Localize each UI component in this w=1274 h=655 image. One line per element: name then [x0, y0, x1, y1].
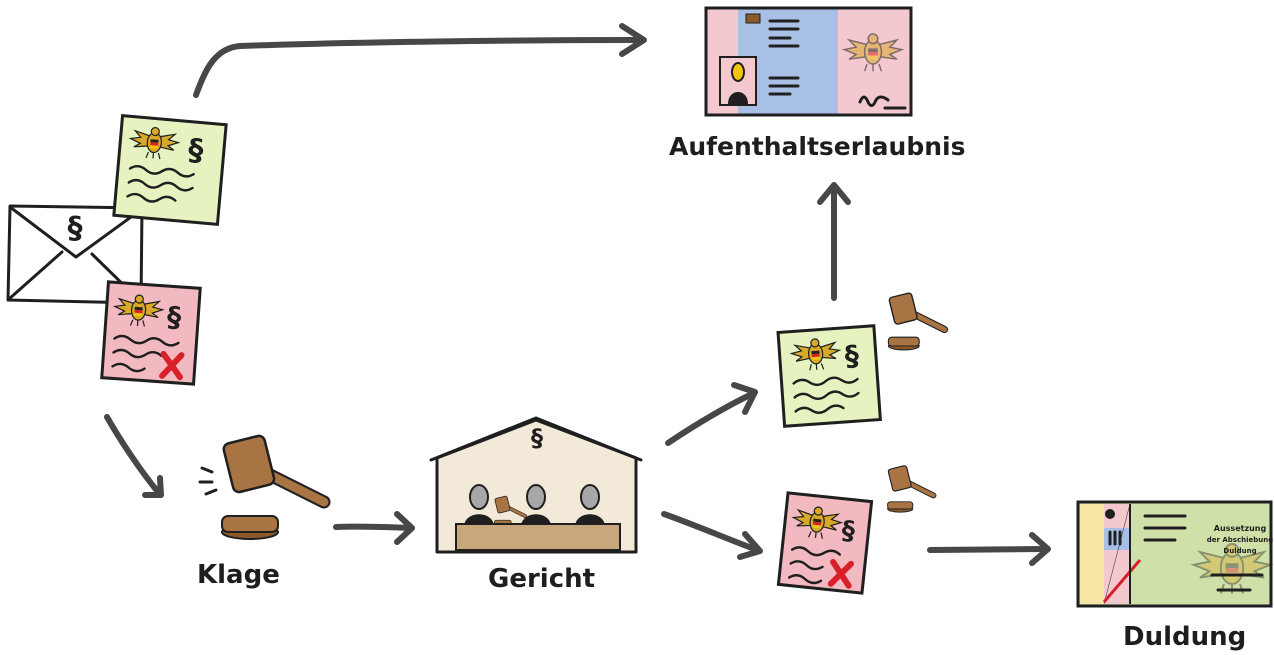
- duldung-card-line2: der Abschiebung: [1207, 536, 1274, 544]
- duldung-card-icon: Aussetzung der Abschiebung Duldung: [1076, 500, 1274, 608]
- rejected-decision-icon: §: [776, 491, 874, 595]
- court-building-icon: §: [429, 416, 643, 554]
- arrow-rejection-to-duldung: [927, 532, 1051, 566]
- rejected-notice-paragraph: §: [166, 300, 182, 334]
- arrow-court-to-approval: [665, 382, 758, 446]
- arrow-lawsuit-to-court: [333, 511, 415, 545]
- rejected-notice-icon: §: [100, 280, 202, 386]
- arrow-approval-to-permit: [817, 182, 851, 301]
- court-paragraph-sign: §: [531, 424, 543, 452]
- rejection-gavel-icon: [888, 465, 934, 512]
- approved-decision-icon: §: [776, 324, 882, 428]
- arrow-to-residence-permit: [193, 23, 647, 98]
- approved-notice-icon: §: [112, 114, 228, 226]
- court-label: Gericht: [488, 564, 596, 594]
- arrow-to-lawsuit: [104, 414, 164, 498]
- approval-gavel-icon: [888, 292, 944, 349]
- duldung-card-line1: Aussetzung: [1214, 524, 1267, 533]
- envelope-paragraph-sign: §: [68, 211, 83, 246]
- approved-notice-paragraph: §: [187, 133, 205, 169]
- rejected-decision-paragraph: §: [840, 516, 856, 547]
- residence-permit-card-icon: [704, 6, 913, 117]
- residence-permit-label: Aufenthaltserlaubnis: [669, 132, 966, 161]
- duldung-card-line3: Duldung: [1223, 547, 1256, 555]
- approved-decision-paragraph: §: [844, 339, 860, 373]
- gavel-icon: [198, 435, 324, 539]
- lawsuit-label: Klage: [197, 560, 280, 590]
- judges: [464, 484, 605, 530]
- toleration-label: Duldung: [1123, 622, 1247, 652]
- arrow-court-to-rejection: [661, 511, 763, 560]
